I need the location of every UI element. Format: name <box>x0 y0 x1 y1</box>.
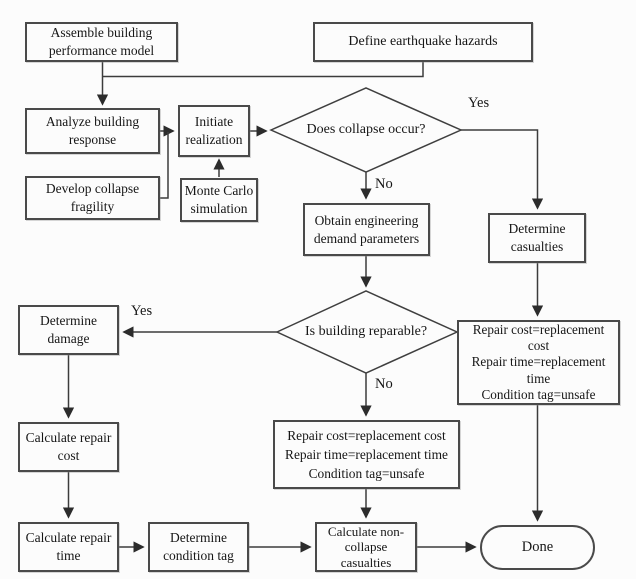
node-label: Determine condition tag <box>163 530 234 563</box>
edge-label-collapse-yes: Yes <box>468 95 490 111</box>
label-is-building-reparable: Is building reparable? <box>304 324 428 339</box>
node-monte-carlo-simulation: Monte Carlo simulation <box>180 178 258 222</box>
node-initiate-realization: Initiate realization <box>178 105 250 157</box>
node-obtain-engineering-demand-parameters: Obtain engineering demand parameters <box>303 203 430 256</box>
node-label: Calculate repair time <box>25 530 112 563</box>
node-determine-condition-tag: Determine condition tag <box>148 522 249 572</box>
node-label: Determine damage <box>40 313 97 346</box>
node-label: Assemble building performance model <box>48 25 155 58</box>
node-develop-collapse-fragility: Develop collapse fragility <box>25 176 160 220</box>
node-analyze-building-response: Analyze building response <box>25 108 160 154</box>
node-calculate-repair-cost: Calculate repair cost <box>18 422 119 472</box>
node-calculate-non-collapse-casualties: Calculate non- collapse casualties <box>315 522 417 572</box>
node-label: Calculate repair cost <box>25 430 112 463</box>
node-label: Initiate realization <box>185 114 243 147</box>
node-label: Determine casualties <box>508 221 566 254</box>
node-label: Repair cost=replacement cost Repair time… <box>471 322 606 402</box>
edge-define-to-merge <box>102 62 424 78</box>
node-label: Analyze building response <box>45 114 140 147</box>
node-define-earthquake-hazards: Define earthquake hazards <box>313 22 533 62</box>
edge-collapse-yes-to-casualties <box>461 129 544 210</box>
edge-label-collapse-no: No <box>375 176 393 192</box>
node-label: Monte Carlo simulation <box>184 183 254 216</box>
node-label: Develop collapse fragility <box>45 181 140 214</box>
node-calculate-repair-time: Calculate repair time <box>18 522 119 572</box>
node-label: Obtain engineering demand parameters <box>313 212 420 246</box>
node-label: Repair cost=replacement cost Repair time… <box>285 427 448 482</box>
edge-develop-to-initiate <box>160 132 169 199</box>
node-label: Calculate non- collapse casualties <box>327 524 405 570</box>
node-repair-unsafe-right: Repair cost=replacement cost Repair time… <box>457 320 620 405</box>
node-determine-damage: Determine damage <box>18 305 119 355</box>
edge-label-reparable-yes: Yes <box>131 303 153 319</box>
decision-does-collapse-occur <box>269 87 463 173</box>
label-does-collapse-occur: Does collapse occur? <box>306 122 426 137</box>
node-determine-casualties: Determine casualties <box>488 213 586 263</box>
edge-label-reparable-no: No <box>375 376 393 392</box>
node-assemble-building-performance-model: Assemble building performance model <box>25 22 178 62</box>
node-repair-unsafe-center: Repair cost=replacement cost Repair time… <box>273 420 460 489</box>
node-label: Define earthquake hazards <box>348 33 498 49</box>
node-done-terminator: Done <box>480 525 595 570</box>
node-label: Done <box>521 539 554 556</box>
